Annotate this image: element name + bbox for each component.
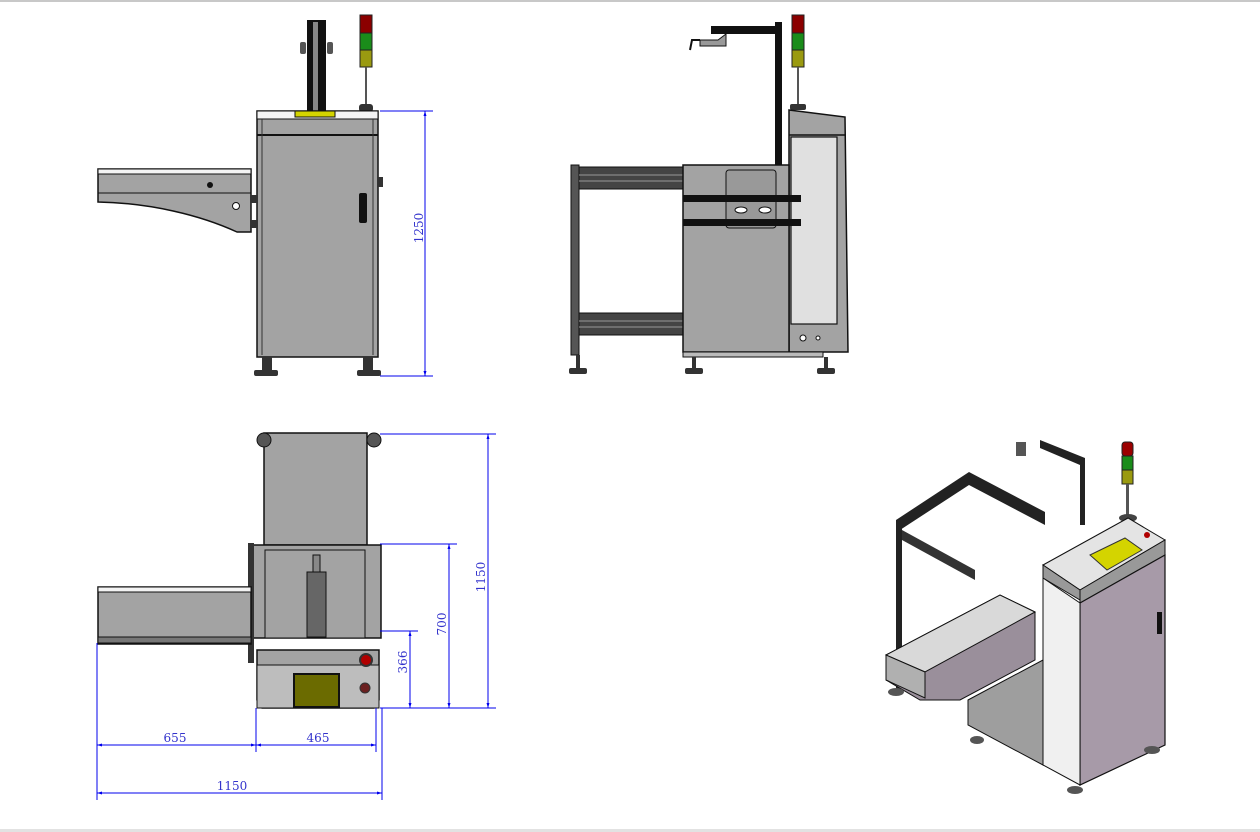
touchscreen	[1089, 537, 1143, 571]
dimension-top-1150: 1150	[380, 433, 496, 709]
emergency-stop-icon	[359, 653, 373, 667]
side-view	[569, 14, 849, 374]
dimension-horizontal: 655 465 1150	[96, 643, 383, 800]
dim-1150-vertical-label: 1150	[474, 562, 488, 593]
dim-700-label: 700	[435, 613, 449, 636]
window-bottom-border	[0, 829, 1260, 832]
signal-tower-icon	[359, 14, 373, 112]
dim-655-label: 655	[164, 731, 187, 745]
signal-tower-icon	[1119, 441, 1137, 522]
isometric-view	[884, 440, 1166, 794]
dim-366-label: 366	[396, 651, 410, 674]
dim-465-label: 465	[307, 731, 330, 745]
front-view	[97, 14, 383, 376]
top-view	[97, 432, 382, 709]
touchscreen	[293, 673, 340, 708]
dim-1250-label: 1250	[412, 213, 426, 244]
door-handle	[359, 193, 367, 223]
dimension-top-366: 366	[380, 630, 418, 708]
conveyor-arm	[97, 168, 252, 233]
window-top-border	[0, 0, 1260, 2]
cabinet	[256, 110, 379, 358]
dim-1150-horizontal-label: 1150	[217, 779, 248, 793]
dimension-top-700: 700	[380, 543, 457, 708]
dimension-front-height: 1250	[380, 110, 433, 377]
signal-tower-icon	[790, 14, 806, 110]
